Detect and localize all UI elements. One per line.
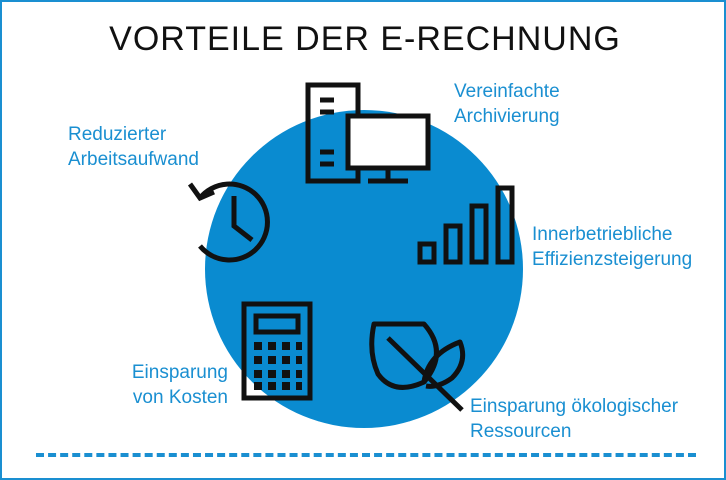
benefit-line: Einsparung [131,362,228,383]
computer-icon [305,82,431,184]
benefit-label-effizienz: Innerbetriebliche Effizienzsteigerung [532,222,692,272]
benefit-line: Vereinfachte [454,81,560,102]
calculator-icon [241,301,313,401]
bar-chart-icon [417,185,515,265]
benefit-label-ressourcen: Einsparung ökologischer Ressourcen [470,394,678,444]
benefit-line: von Kosten [132,387,228,408]
benefit-line: Arbeitsaufwand [68,149,199,170]
benefit-line: Ressourcen [470,421,572,442]
benefit-label-archivierung: Vereinfachte Archivierung [454,79,560,129]
benefit-line: Effizienzsteigerung [532,249,693,270]
benefit-line: Reduzierter [68,124,167,145]
page-title: VORTEILE DER E-RECHNUNG [109,20,621,58]
benefit-label-kosten: Einsparung von Kosten [114,360,228,410]
benefit-line: Einsparung ökologischer [470,396,679,417]
benefit-line: Archivierung [454,106,560,127]
dashed-divider [36,453,696,457]
benefit-label-arbeitsaufwand: Reduzierter Arbeitsaufwand [68,122,199,172]
benefit-line: Innerbetriebliche [532,224,673,245]
leaf-icon [369,321,466,412]
clock-history-icon [187,181,270,263]
